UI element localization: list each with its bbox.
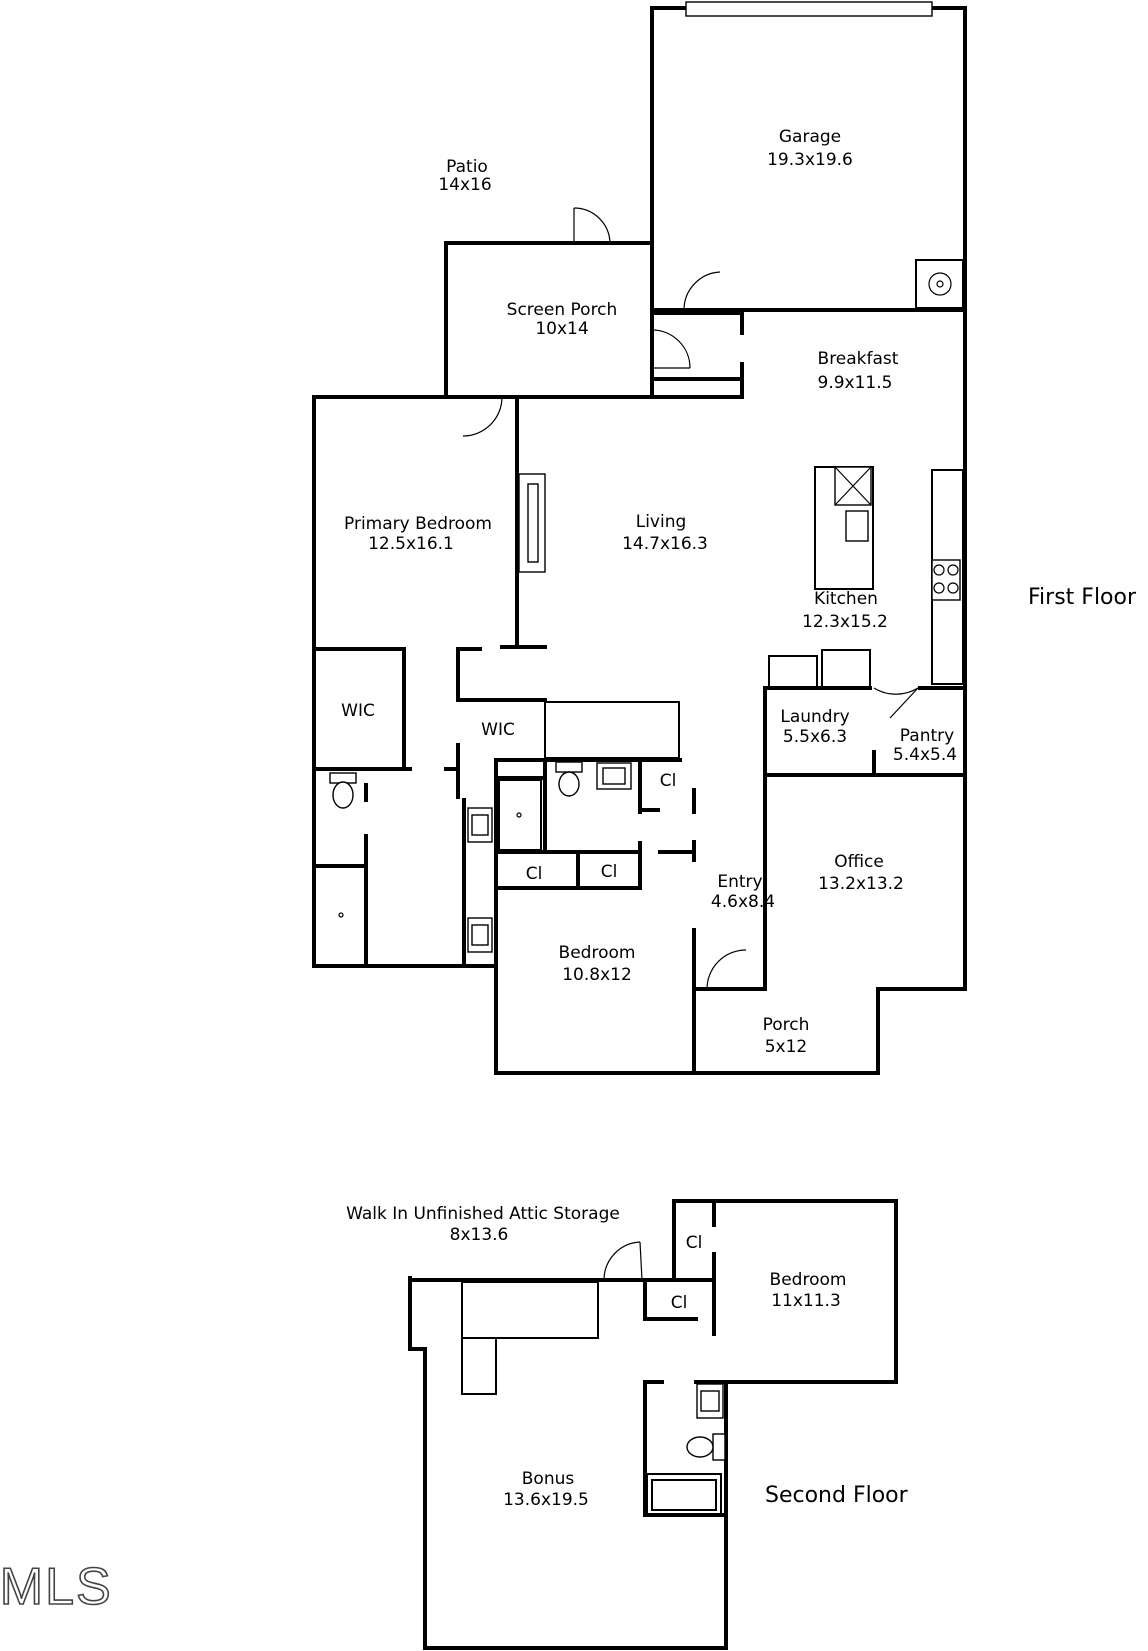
bath2-tub	[498, 779, 542, 851]
patio-size: 14x16	[438, 175, 491, 195]
primary-bedroom-size: 12.5x16.1	[368, 534, 454, 554]
primary-bedroom-name: Primary Bedroom	[344, 514, 492, 534]
living-size: 14.7x16.3	[622, 534, 708, 554]
second-floor-outer	[408, 1199, 898, 1650]
bedroom1-size: 10.8x12	[562, 965, 632, 985]
laundry-name: Laundry	[780, 707, 849, 727]
attic-size: 8x13.6	[450, 1225, 509, 1245]
toilet-primary	[329, 772, 357, 809]
range	[931, 559, 961, 601]
attic-name: Walk In Unfinished Attic Storage	[346, 1204, 620, 1224]
stairs-second	[461, 1281, 599, 1339]
doors-second	[603, 1241, 643, 1281]
water-heater-box	[915, 259, 964, 309]
room-labels: Garage 19.3x19.6 Patio 14x16 Screen Porc…	[341, 127, 1137, 1510]
screen-porch-outline	[444, 241, 654, 399]
toilet-second	[686, 1433, 726, 1461]
bath3-tub	[646, 1473, 722, 1515]
wic2-label: WIC	[481, 720, 515, 740]
breakfast-name: Breakfast	[818, 349, 899, 369]
bedroom2-name: Bedroom	[770, 1270, 847, 1290]
entry-name: Entry	[717, 872, 762, 892]
garage-door	[685, 1, 933, 17]
second-floor-walls	[408, 1199, 898, 1650]
bonus-size: 13.6x19.5	[503, 1490, 589, 1510]
porch-name: Porch	[763, 1015, 810, 1035]
breakfast-size: 9.9x11.5	[818, 373, 893, 393]
island-sink	[845, 510, 869, 542]
water-heater	[928, 272, 952, 296]
fireplace-inner	[527, 483, 539, 563]
garage-name: Garage	[779, 127, 841, 147]
cl4-label: Cl	[686, 1233, 703, 1253]
main-outer-wall	[312, 308, 967, 1075]
garage-size: 19.3x19.6	[767, 150, 853, 170]
living-name: Living	[636, 512, 687, 532]
first-floor-walls	[312, 1, 967, 1075]
screen-porch-size: 10x14	[535, 319, 588, 339]
laundry-counter	[768, 655, 818, 689]
bonus-name: Bonus	[522, 1469, 575, 1489]
second-floor-title: Second Floor	[765, 1483, 909, 1508]
laundry-size: 5.5x6.3	[783, 727, 847, 747]
kitchen-size: 12.3x15.2	[802, 612, 888, 632]
office-size: 13.2x13.2	[818, 874, 904, 894]
kitchen-name: Kitchen	[814, 589, 878, 609]
cl5-label: Cl	[671, 1293, 688, 1313]
doors-first	[462, 207, 919, 990]
stairs-second-lower	[461, 1337, 497, 1395]
patio-name: Patio	[446, 157, 488, 177]
fridge	[821, 649, 871, 689]
bedroom1-name: Bedroom	[559, 943, 636, 963]
cl1-label: Cl	[660, 771, 677, 791]
screen-porch-name: Screen Porch	[507, 300, 618, 320]
porch-size: 5x12	[765, 1037, 808, 1057]
bedroom2-size: 11x11.3	[771, 1291, 841, 1311]
stairs-first	[544, 701, 680, 759]
first-floor-title: First Floor	[1028, 585, 1137, 610]
watermark: TMLS	[0, 1558, 113, 1616]
toilet-hall	[555, 761, 583, 797]
wic1-label: WIC	[341, 701, 375, 721]
cl3-label: Cl	[601, 862, 618, 882]
cl2-label: Cl	[526, 864, 543, 884]
pantry-name: Pantry	[900, 726, 954, 746]
entry-size: 4.6x8.4	[711, 892, 775, 912]
office-name: Office	[834, 852, 884, 872]
pantry-size: 5.4x5.4	[893, 745, 957, 765]
